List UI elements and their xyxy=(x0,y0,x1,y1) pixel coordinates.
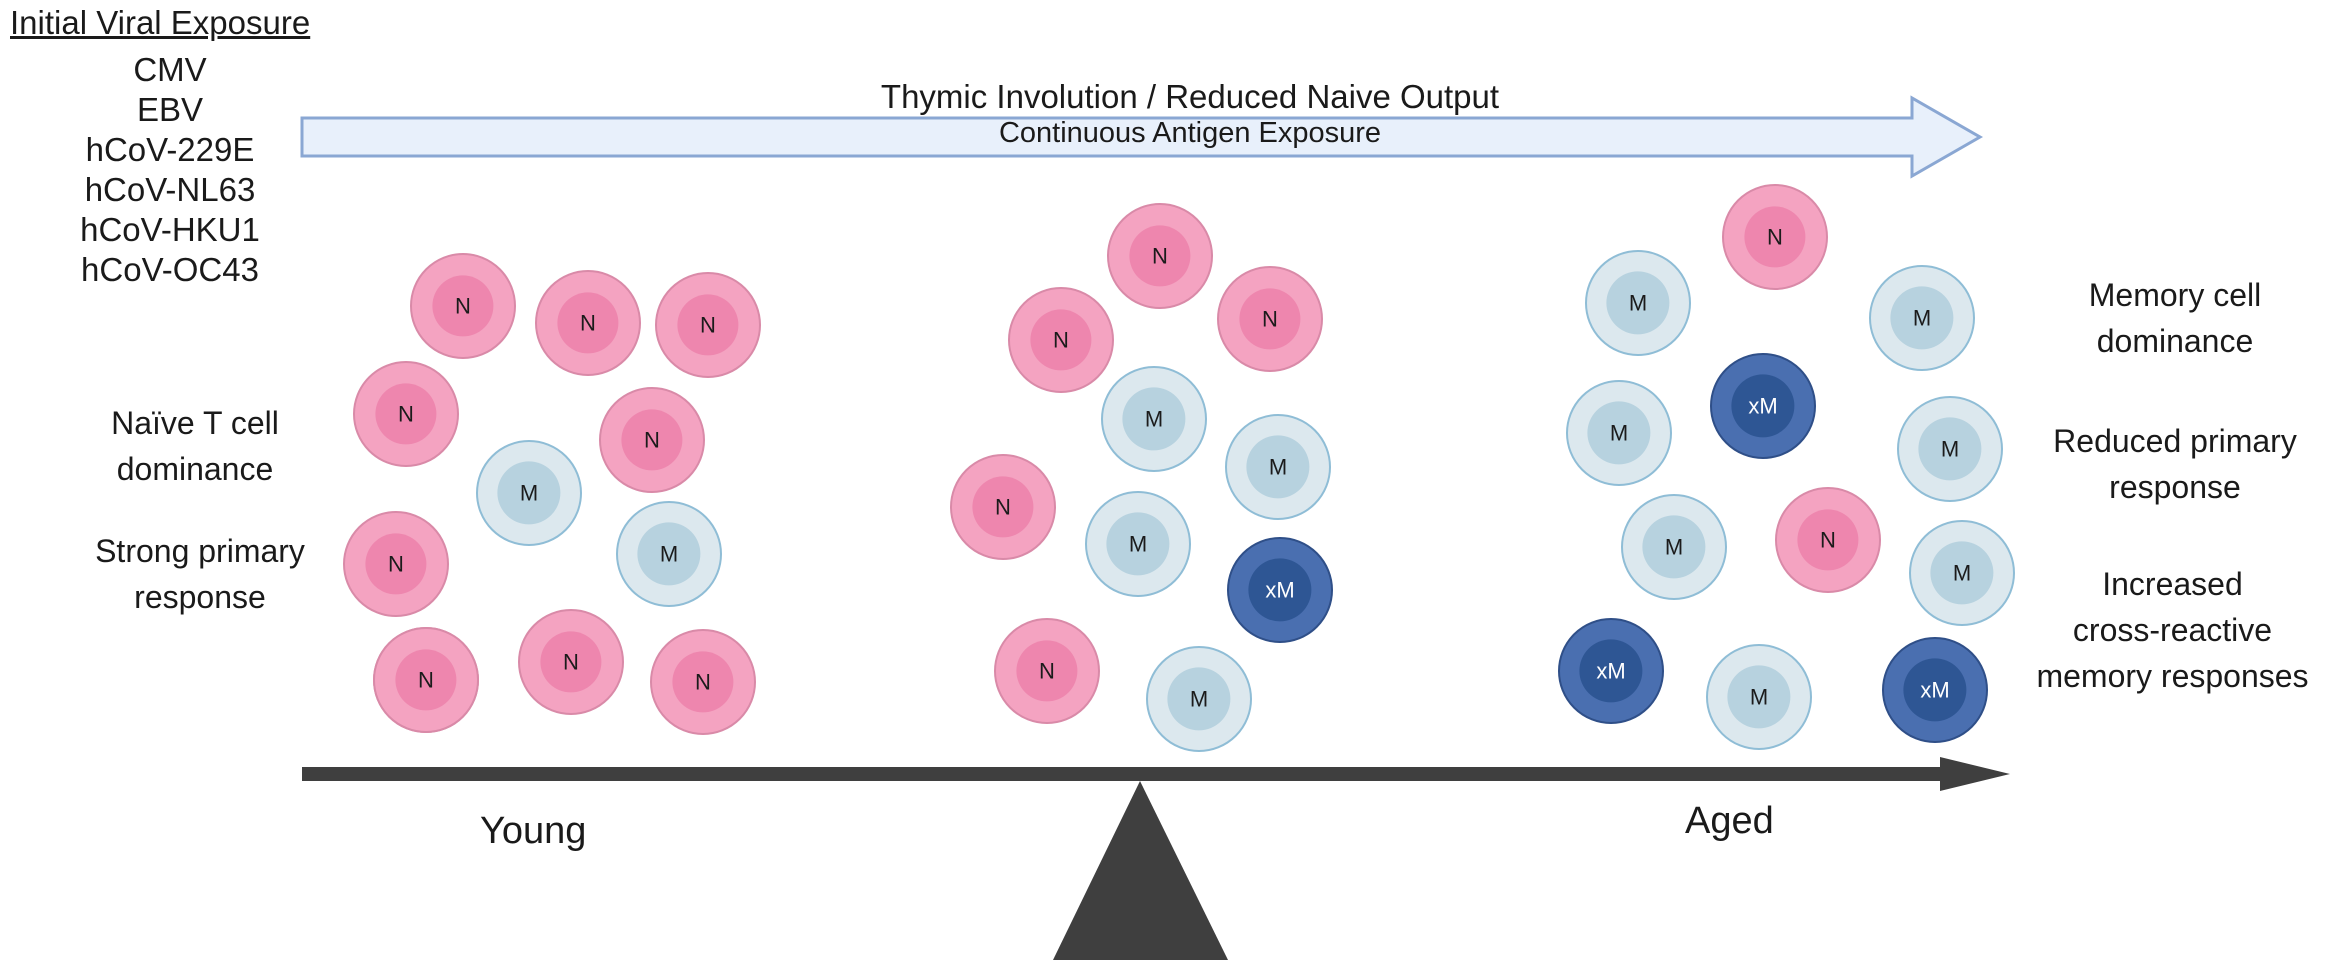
virus-item: CMV xyxy=(133,51,207,88)
cell-label: N xyxy=(375,383,437,445)
naive-t-cell: N xyxy=(1217,266,1323,372)
cell-label: N xyxy=(365,533,427,595)
memory-t-cell: M xyxy=(1146,646,1252,752)
cell-label: M xyxy=(1727,665,1791,729)
naive-t-cell: N xyxy=(535,270,641,376)
memory-t-cell: M xyxy=(1225,414,1331,520)
naive-t-cell: N xyxy=(655,272,761,378)
note-memory-dominance: Memory cell dominance xyxy=(2030,272,2320,364)
virus-item: hCoV-229E xyxy=(85,131,255,168)
arrow-label-thymic: Thymic Involution / Reduced Naive Output xyxy=(880,78,1500,115)
naive-t-cell: N xyxy=(1722,184,1828,290)
arrow-label-antigen: Continuous Antigen Exposure xyxy=(998,117,1382,149)
memory-t-cell: M xyxy=(1621,494,1727,600)
note-line: memory responses xyxy=(2036,658,2309,694)
cell-label: xM xyxy=(1579,639,1643,703)
cell-label: M xyxy=(1930,541,1994,605)
virus-item: hCoV-HKU1 xyxy=(80,211,260,248)
note-line: response xyxy=(134,579,266,615)
memory-t-cell: M xyxy=(1566,380,1672,486)
cell-label: xM xyxy=(1731,374,1795,438)
cell-label: N xyxy=(621,409,683,471)
cross-reactive-memory-t-cell: xM xyxy=(1558,618,1664,724)
cell-label: N xyxy=(1797,509,1859,571)
naive-t-cell: N xyxy=(518,609,624,715)
cell-label: N xyxy=(1129,225,1191,287)
naive-t-cell: N xyxy=(373,627,479,733)
axis-label-aged: Aged xyxy=(1685,800,1774,842)
cell-label: M xyxy=(1106,512,1170,576)
naive-t-cell: N xyxy=(994,618,1100,724)
virus-item: EBV xyxy=(136,91,204,128)
note-line: cross-reactive xyxy=(2072,612,2273,648)
balance-fulcrum xyxy=(1053,781,1228,960)
cross-reactive-memory-t-cell: xM xyxy=(1882,637,1988,743)
cell-label: N xyxy=(672,651,734,713)
virus-item: hCoV-OC43 xyxy=(81,251,259,288)
cell-label: M xyxy=(1890,286,1954,350)
virus-item: hCoV-NL63 xyxy=(84,171,256,208)
naive-t-cell: N xyxy=(410,253,516,359)
note-line: dominance xyxy=(2096,323,2254,359)
memory-t-cell: M xyxy=(1869,265,1975,371)
age-axis-arrowhead xyxy=(1940,757,2010,791)
cell-label: M xyxy=(1122,387,1186,451)
note-line: response xyxy=(2109,469,2241,505)
memory-t-cell: M xyxy=(616,501,722,607)
naive-t-cell: N xyxy=(950,454,1056,560)
axis-label-young: Young xyxy=(480,810,587,852)
cell-label: N xyxy=(395,649,457,711)
cell-label: N xyxy=(1744,206,1806,268)
cell-label: N xyxy=(432,275,494,337)
memory-t-cell: M xyxy=(1897,396,2003,502)
naive-t-cell: N xyxy=(353,361,459,467)
naive-t-cell: N xyxy=(599,387,705,493)
cell-label: N xyxy=(1239,288,1301,350)
naive-t-cell: N xyxy=(343,511,449,617)
naive-t-cell: N xyxy=(1775,487,1881,593)
memory-t-cell: M xyxy=(476,440,582,546)
memory-t-cell: M xyxy=(1706,644,1812,750)
cell-label: M xyxy=(1246,435,1310,499)
cell-label: N xyxy=(972,476,1034,538)
naive-t-cell: N xyxy=(650,629,756,735)
cell-label: M xyxy=(497,461,561,525)
cell-label: M xyxy=(1918,417,1982,481)
cross-reactive-memory-t-cell: xM xyxy=(1227,537,1333,643)
note-naive-dominance: Naïve T cell dominance xyxy=(80,400,310,492)
cell-label: N xyxy=(557,292,619,354)
cross-reactive-memory-t-cell: xM xyxy=(1710,353,1816,459)
cell-label: xM xyxy=(1248,558,1312,622)
cell-label: M xyxy=(1167,667,1231,731)
cell-label: xM xyxy=(1903,658,1967,722)
memory-t-cell: M xyxy=(1585,250,1691,356)
note-strong-response: Strong primary response xyxy=(70,528,330,620)
naive-t-cell: N xyxy=(1107,203,1213,309)
cell-label: N xyxy=(1030,309,1092,371)
cell-label: M xyxy=(1642,515,1706,579)
cell-label: N xyxy=(1016,640,1078,702)
note-line: Increased xyxy=(2102,566,2243,602)
note-cross-reactive: Increased cross-reactive memory response… xyxy=(2010,561,2335,699)
note-line: Strong primary xyxy=(95,533,305,569)
exposure-title: Initial Viral Exposure xyxy=(10,4,311,41)
naive-t-cell: N xyxy=(1008,287,1114,393)
note-line: Memory cell xyxy=(2088,277,2262,313)
note-line: Reduced primary xyxy=(2053,423,2297,459)
cell-label: M xyxy=(1606,271,1670,335)
virus-list: CMV EBV hCoV-229E hCoV-NL63 hCoV-HKU1 hC… xyxy=(60,50,280,290)
note-reduced-response: Reduced primary response xyxy=(2015,418,2335,510)
cell-label: N xyxy=(677,294,739,356)
memory-t-cell: M xyxy=(1101,366,1207,472)
note-line: dominance xyxy=(116,451,274,487)
cell-label: M xyxy=(1587,401,1651,465)
cell-label: N xyxy=(540,631,602,693)
memory-t-cell: M xyxy=(1909,520,2015,626)
memory-t-cell: M xyxy=(1085,491,1191,597)
note-line: Naïve T cell xyxy=(111,405,279,441)
cell-label: M xyxy=(637,522,701,586)
